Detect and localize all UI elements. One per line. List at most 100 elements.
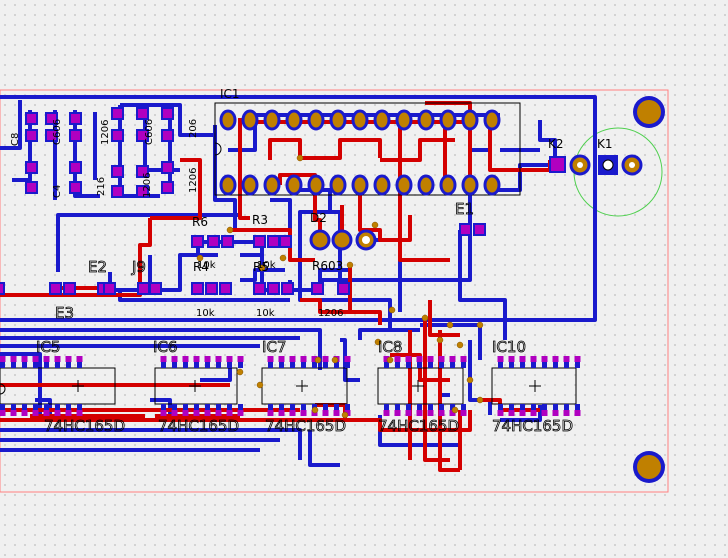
ic-pin-pad (76, 410, 83, 416)
board-outline (0, 89, 669, 493)
ic1-pads-top (219, 109, 501, 131)
ic-pin-pad (171, 410, 178, 416)
ic-pin-pad (322, 410, 329, 416)
label-r5: R5 (253, 260, 269, 274)
label-ic10-part: 74HC165D (492, 417, 573, 435)
label-216: 216 (96, 177, 107, 196)
vias (196, 154, 484, 419)
ic-pin-pad (226, 410, 233, 416)
ic-pin-pad (278, 410, 285, 416)
ic-pin-pad (449, 410, 456, 416)
label-ic8-part: 74HC165D (378, 417, 459, 435)
ic-pin-pad (427, 356, 434, 362)
ic-pin-pad (552, 410, 559, 416)
ic-pin-pad (21, 410, 28, 416)
mount-hole-bottom (633, 451, 665, 483)
label-10k-c: 10k (197, 260, 216, 271)
label-ic5-part: 74HC165D (44, 417, 125, 435)
ic-pin-pad (530, 410, 537, 416)
label-e3: E3 (55, 304, 74, 322)
ic-pin-pad (563, 356, 570, 362)
label-r3: R3 (252, 213, 268, 227)
ic-pin-pad (237, 410, 244, 416)
ic-pin-pad (405, 356, 412, 362)
label-ic7: IC7 (262, 338, 286, 356)
ic-pin-pad (65, 410, 72, 416)
ic-pin-pad (394, 356, 401, 362)
label-ic8: IC8 (378, 338, 402, 356)
label-e2: E2 (88, 258, 107, 276)
label-c6b: C606 (144, 119, 155, 145)
ic-pin-pad (76, 356, 83, 362)
label-r603: R603 (312, 259, 343, 273)
label-1206-d: 1206 (318, 308, 343, 319)
k2-connector (549, 154, 591, 176)
ic-pin-pad (237, 356, 244, 362)
ic10-chip (491, 367, 577, 405)
ic-pin-pad (32, 410, 39, 416)
ic-pin-pad (497, 410, 504, 416)
ic-pin-pad (508, 356, 515, 362)
ic-pin-pad (160, 356, 167, 362)
ic-pin-pad (32, 356, 39, 362)
ic-pin-pad (519, 356, 526, 362)
ic-pin-pad (427, 410, 434, 416)
ic-pin-pad (267, 356, 274, 362)
ic-pin-pad (21, 356, 28, 362)
label-r4: R4 (193, 260, 209, 274)
ic-pin-pad (497, 356, 504, 362)
k1-connector (598, 154, 643, 176)
ic-pin-pad (215, 410, 222, 416)
ic-pin-pad (416, 410, 423, 416)
label-ic7-part: 74HC165D (265, 417, 346, 435)
ic-pin-pad (43, 410, 50, 416)
ic-pin-pad (43, 356, 50, 362)
ic-pin-pad (438, 410, 445, 416)
ic-pin-pad (204, 356, 211, 362)
ic-pin-pad (416, 356, 423, 362)
ic-pin-pad (54, 410, 61, 416)
ic-pin-pad (289, 410, 296, 416)
ic-pin-pad (289, 356, 296, 362)
d2-component (309, 229, 377, 251)
ic-pins (0, 356, 581, 416)
ic-pin-pad (10, 410, 17, 416)
ic-pin-pad (10, 356, 17, 362)
ic-pin-pad (182, 356, 189, 362)
ic-pin-pad (278, 356, 285, 362)
label-e1: E1 (455, 200, 474, 218)
ic-pin-pad (0, 410, 6, 416)
ic-pin-pad (171, 356, 178, 362)
label-ic6-part: 74HC165D (158, 417, 239, 435)
label-206: 206 (188, 119, 199, 138)
ic-pin-pad (460, 410, 467, 416)
ic-pin-pad (215, 356, 222, 362)
label-ic5: IC5 (36, 338, 60, 356)
ic-pin-pad (394, 410, 401, 416)
label-c8: C8 (10, 133, 21, 146)
label-k2: K2 (548, 137, 564, 151)
ic-pin-pad (322, 356, 329, 362)
label-10k-a: 10k (196, 308, 215, 319)
ic-pin-pad (300, 410, 307, 416)
smd-pads (0, 107, 486, 295)
ic-pin-pad (383, 356, 390, 362)
ic1-component (214, 102, 521, 196)
ic-pin-pad (552, 356, 559, 362)
ic-pin-pad (344, 356, 351, 362)
ic-pin-pad (460, 356, 467, 362)
label-r6: R6 (192, 215, 208, 229)
label-d2: D2 (310, 211, 327, 225)
ic-pin-pad (182, 410, 189, 416)
label-j9: J9 (131, 258, 146, 276)
ic-pin-pad (508, 410, 515, 416)
ic-pin-pad (519, 410, 526, 416)
ic-pin-pad (193, 356, 200, 362)
label-ic10: IC10 (492, 338, 526, 356)
ic-pin-pad (267, 410, 274, 416)
ic-pin-pad (574, 356, 581, 362)
ic-pin-pad (193, 410, 200, 416)
label-1206-c: 1206 (142, 173, 153, 198)
label-k1: K1 (597, 137, 613, 151)
